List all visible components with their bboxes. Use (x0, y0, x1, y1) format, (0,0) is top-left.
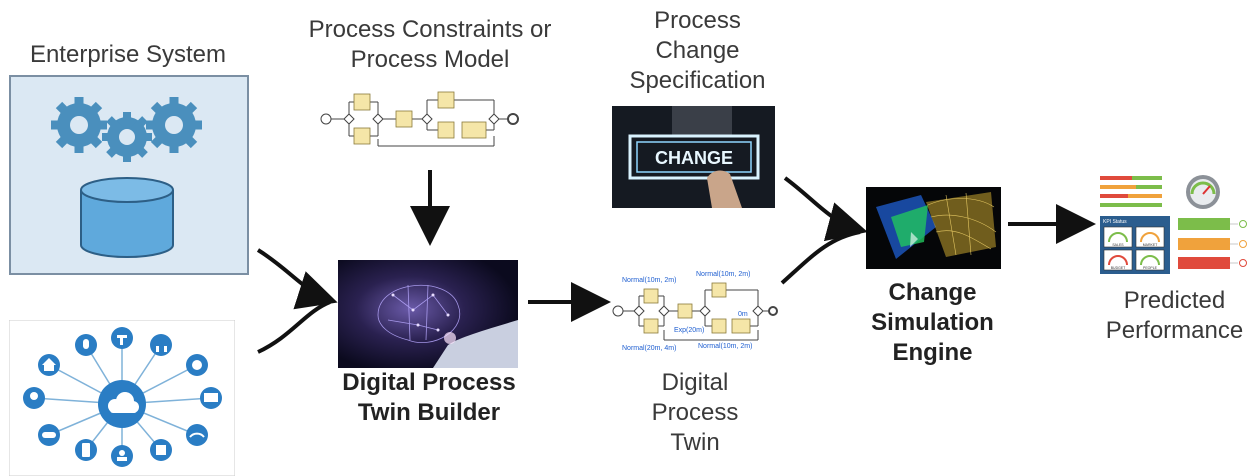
twin-annotation: Exp(20m) (674, 327, 704, 334)
svg-text:MARKET: MARKET (1143, 243, 1158, 247)
database-icon (80, 177, 174, 258)
change-image: CHANGE (612, 106, 775, 208)
performance-dashboard: KPI Status SALES MARKET BUDGET PEOPLE (1100, 175, 1247, 274)
predicted-performance-label: Predicted Performance (1105, 287, 1244, 344)
twin-annotation: Normal(10m, 2m) (696, 271, 750, 278)
status-rows (1178, 218, 1247, 269)
simulation-engine-image (866, 187, 1001, 269)
enterprise-system-label: Enterprise System (29, 41, 227, 68)
merge-arrow-bottom (257, 300, 331, 354)
gear-icon (146, 97, 202, 153)
process-change-label: Process Change Specification (629, 7, 766, 94)
digital-twin-diagram: Normal(10m, 2m) Normal(10m, 2m) Normal(2… (612, 271, 778, 352)
engine-merge-bottom (780, 230, 861, 285)
svg-text:SALES: SALES (1112, 243, 1124, 247)
twin-builder-label: Digital Process Twin Builder (342, 369, 516, 426)
process-constraints-label: Process Constraints or Process Model (308, 16, 552, 73)
hand-shape (433, 320, 518, 368)
iot-cloud-panel (9, 320, 235, 476)
twin-annotation: Normal(10m, 2m) (698, 343, 752, 350)
digital-twin-label: Digital Process Twin (651, 369, 739, 456)
gear-icon (102, 112, 152, 162)
merge-arrow-top (256, 248, 338, 310)
enterprise-system-panel (9, 75, 249, 275)
svg-text:PEOPLE: PEOPLE (1143, 266, 1158, 270)
kpi-bars (1100, 176, 1162, 207)
change-word: CHANGE (655, 148, 733, 168)
twin-annotation: Normal(20m, 4m) (622, 345, 676, 352)
svg-text:BUDGET: BUDGET (1111, 266, 1126, 270)
twin-builder-image (338, 260, 518, 368)
simulation-engine-label: Change Simulation Engine (871, 279, 994, 366)
wifi-icon (186, 424, 208, 446)
headphones-icon (150, 334, 172, 356)
kpi-status-panel: KPI Status SALES MARKET BUDGET PEOPLE (1100, 216, 1170, 274)
svg-text:KPI Status: KPI Status (1103, 219, 1127, 225)
process-model-diagram (320, 91, 519, 147)
engine-merge-top (783, 176, 868, 242)
twin-annotation: Normal(10m, 2m) (622, 277, 676, 284)
gear-icon (51, 97, 107, 153)
twin-annotation: 0m (738, 311, 748, 318)
speedometer-icon (1186, 175, 1220, 209)
